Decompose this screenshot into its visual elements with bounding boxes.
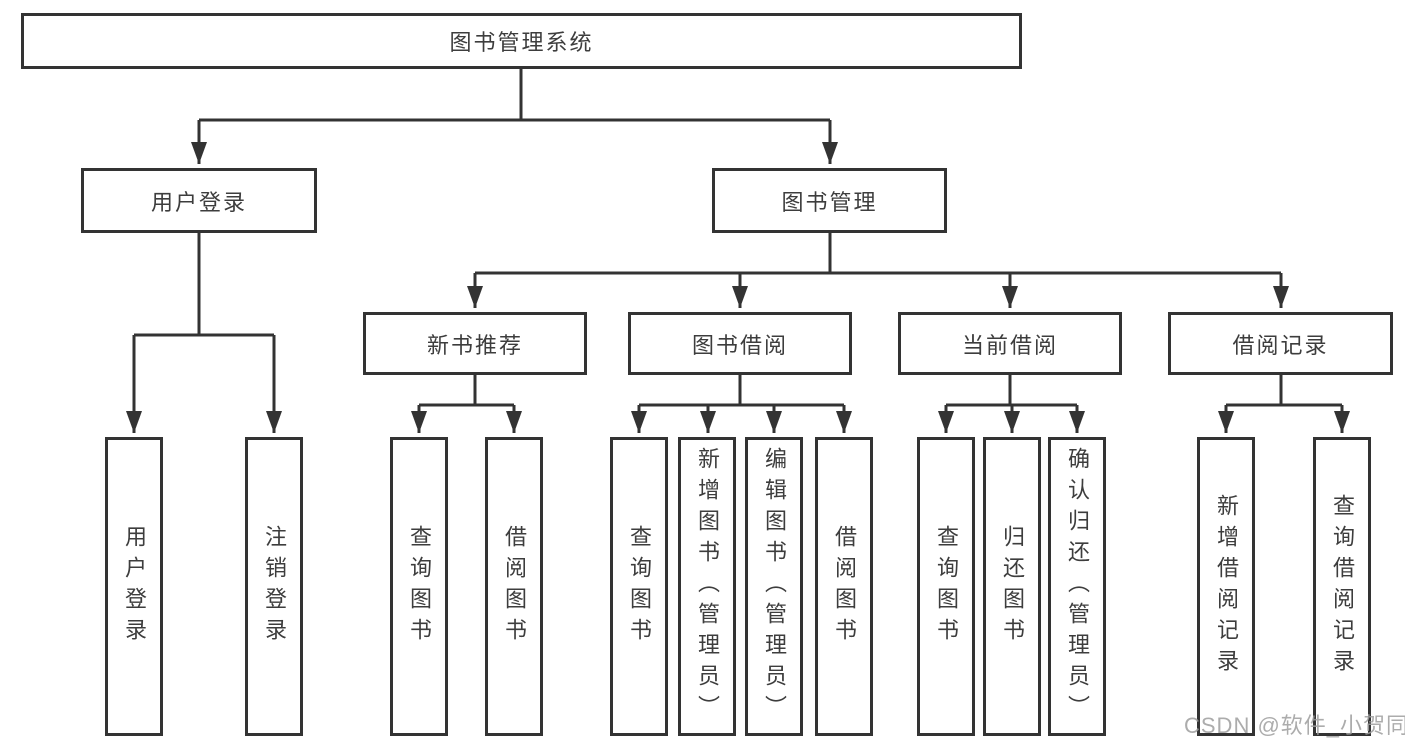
leaf-label: 注销登录 — [262, 524, 287, 649]
csdn-watermark: CSDN @软件_小贺同学 — [1184, 713, 1405, 738]
leaf-query-borrow-record: 查询借阅记录 — [1313, 437, 1371, 736]
node-label: 图书管理 — [781, 189, 878, 215]
leaf-label: 编辑图书（管理员） — [762, 447, 787, 726]
node-current-borrowing: 当前借阅 — [898, 312, 1122, 375]
leaf-label: 确认归还（管理员） — [1065, 447, 1090, 726]
node-borrowing-records: 借阅记录 — [1168, 312, 1393, 375]
leaf-label: 归还图书 — [1000, 524, 1025, 649]
node-book-management: 图书管理 — [712, 168, 947, 233]
node-label: 图书借阅 — [691, 332, 788, 358]
leaf-add-borrow-record: 新增借阅记录 — [1197, 437, 1255, 736]
node-label: 用户登录 — [150, 189, 247, 215]
node-label: 图书管理系统 — [449, 30, 594, 55]
connector-book-borrow-children — [631, 375, 852, 433]
leaf-borrow-books-recommend: 借阅图书 — [485, 437, 543, 736]
leaf-label: 新增借阅记录 — [1214, 493, 1239, 680]
leaf-query-books-current: 查询图书 — [917, 437, 975, 736]
leaf-return-books: 归还图书 — [983, 437, 1041, 736]
node-user-login: 用户登录 — [81, 168, 317, 233]
node-label: 当前借阅 — [961, 332, 1058, 358]
leaf-label: 借阅图书 — [502, 524, 527, 649]
leaf-label: 查询图书 — [407, 524, 432, 649]
leaf-label: 查询借阅记录 — [1330, 493, 1355, 680]
leaf-add-books-admin: 新增图书（管理员） — [678, 437, 736, 736]
leaf-label: 借阅图书 — [832, 524, 857, 649]
leaf-edit-books-admin: 编辑图书（管理员） — [745, 437, 803, 736]
leaf-confirm-return-admin: 确认归还（管理员） — [1048, 437, 1106, 736]
node-label: 新书推荐 — [426, 332, 523, 358]
connector-book-management-children — [467, 233, 1289, 308]
node-label: 借阅记录 — [1232, 332, 1329, 358]
connector-user-login-children — [126, 233, 282, 433]
connector-current-borrow-children — [938, 375, 1085, 433]
leaf-label: 查询图书 — [627, 524, 652, 649]
leaf-label: 用户登录 — [122, 524, 147, 649]
leaf-borrow-books-borrowing: 借阅图书 — [815, 437, 873, 736]
leaf-user-login: 用户登录 — [105, 437, 163, 736]
node-library-management-system: 图书管理系统 — [21, 13, 1022, 69]
node-new-book-recommendation: 新书推荐 — [363, 312, 587, 375]
connector-new-book-rec-children — [411, 375, 522, 433]
connector-root-to-level2 — [191, 69, 838, 164]
node-book-borrowing: 图书借阅 — [628, 312, 852, 375]
connector-borrow-records-children — [1218, 375, 1350, 433]
leaf-query-books-recommend: 查询图书 — [390, 437, 448, 736]
leaf-query-books-borrowing: 查询图书 — [610, 437, 668, 736]
leaf-logout: 注销登录 — [245, 437, 303, 736]
leaf-label: 新增图书（管理员） — [695, 447, 720, 726]
leaf-label: 查询图书 — [934, 524, 959, 649]
